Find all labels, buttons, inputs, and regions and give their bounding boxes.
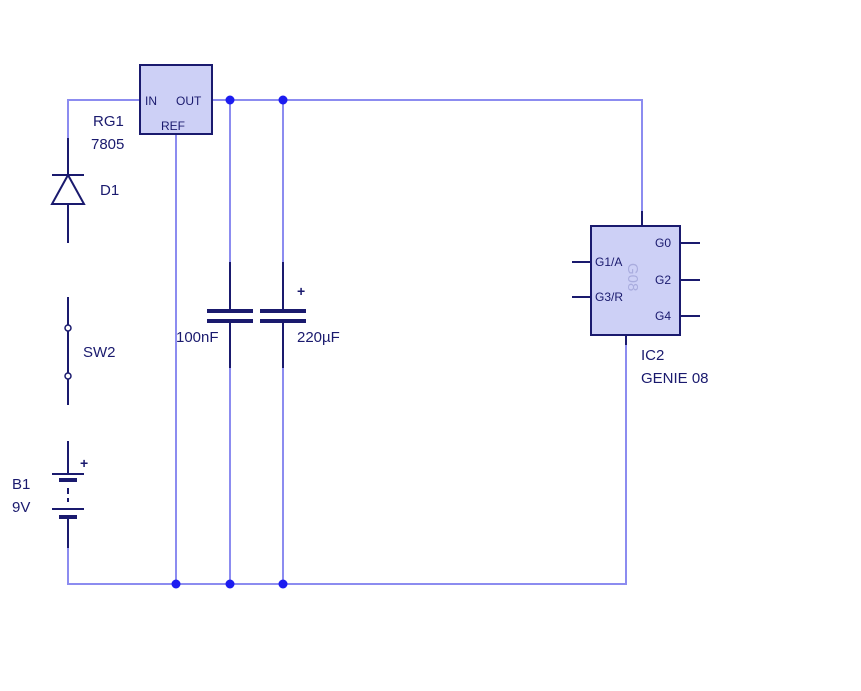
switch-contact — [64, 324, 72, 332]
chip-pin-g0: G0 — [655, 236, 671, 250]
chip-pin-g3r: G3/R — [595, 290, 623, 304]
junction-dot — [278, 579, 288, 589]
battery-b1[interactable]: + B1 9V — [12, 441, 88, 548]
regulator-pin-out: OUT — [176, 94, 202, 108]
chip-pin-g1a: G1/A — [595, 255, 622, 269]
capacitor-220uf[interactable]: + 220µF — [260, 262, 340, 368]
regulator-pin-in: IN — [145, 94, 157, 108]
wires — [67, 99, 643, 585]
diode-d1[interactable]: D1 — [50, 138, 119, 243]
wire-top-rail — [212, 99, 643, 226]
battery-plus-sign: + — [80, 455, 88, 471]
switch-contact — [64, 372, 72, 380]
cap2-plus-sign: + — [297, 283, 305, 299]
capacitor-100nf[interactable]: 100nF — [176, 262, 253, 368]
wire-top-left — [67, 99, 140, 138]
battery-value-label: 9V — [12, 499, 30, 516]
chip-body[interactable] — [590, 225, 681, 336]
cap2-value-label: 220µF — [297, 329, 340, 346]
junction-dot — [225, 579, 235, 589]
chip-pin-g4: G4 — [655, 309, 671, 323]
junctions — [171, 95, 288, 589]
chip-ic2[interactable]: G08 G1/A G3/R G0 G2 G4 IC2 GENIE 08 — [572, 211, 709, 387]
diode-triangle — [50, 172, 86, 205]
regulator-value-label: 7805 — [91, 136, 124, 153]
chip-value-label: GENIE 08 — [641, 370, 709, 387]
junction-dot — [278, 95, 288, 105]
battery-ref-label: B1 — [12, 476, 30, 493]
chip-pin-g2: G2 — [655, 273, 671, 287]
junction-dot — [171, 579, 181, 589]
chip-ref-label: IC2 — [641, 347, 664, 364]
diode-ref-label: D1 — [100, 182, 119, 199]
switch-ref-label: SW2 — [83, 344, 116, 361]
regulator-ref-label: RG1 — [93, 113, 124, 130]
wire-bottom-rail — [67, 335, 627, 585]
chip-body-text: G08 — [624, 263, 641, 291]
switch-sw2[interactable]: SW2 — [64, 297, 116, 405]
regulator-body[interactable] — [139, 64, 213, 135]
regulator-pin-ref: REF — [161, 119, 185, 133]
junction-dot — [225, 95, 235, 105]
regulator-rg1[interactable]: IN OUT REF RG1 7805 — [91, 64, 213, 153]
cap1-value-label: 100nF — [176, 329, 219, 346]
